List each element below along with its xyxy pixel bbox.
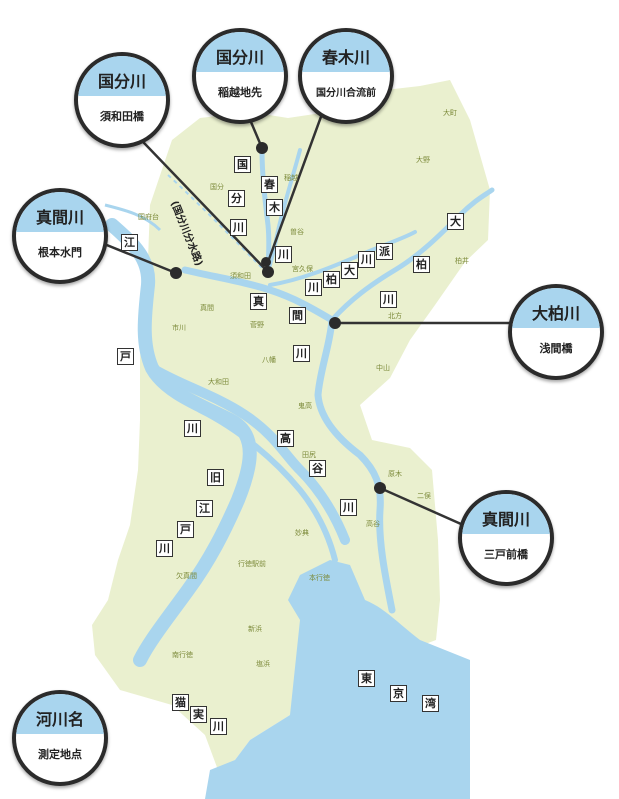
point-sannohe — [374, 482, 386, 494]
place-label: 二俣 — [417, 492, 431, 500]
point-nemoto — [170, 267, 182, 279]
glyph-neko: 猫 — [172, 694, 189, 711]
badge-point: 国分川合流前 — [316, 88, 376, 100]
point-haruki — [261, 257, 271, 267]
glyph-ookashiwa-east: 川 — [380, 291, 397, 308]
badge-river: 国分川 — [78, 56, 166, 96]
place-label: 柏井 — [455, 257, 469, 265]
glyph-ookashiwa-east: 大 — [447, 213, 464, 230]
badge-point: 須和田橋 — [100, 109, 144, 123]
glyph-river-kawa: 川 — [184, 420, 201, 437]
glyph-mama: 川 — [293, 345, 310, 362]
badge-haruki: 春木川 国分川合流前 — [298, 28, 394, 124]
place-label: 田尻 — [302, 451, 316, 459]
place-label: 八幡 — [262, 356, 276, 364]
badge-river: 大柏川 — [512, 288, 600, 328]
glyph-kyuedo: 旧 — [207, 469, 224, 486]
glyph-haruki: 木 — [266, 199, 283, 216]
glyph-mama: 間 — [289, 307, 306, 324]
place-label: 塩浜 — [256, 660, 270, 668]
tokyo-bay — [205, 598, 470, 799]
badge-river: 真間川 — [462, 494, 550, 534]
glyph-kyuedo: 戸 — [177, 521, 194, 538]
place-label: 曽谷 — [290, 228, 304, 236]
badge-mama-nemoto: 真間川 根本水門 — [12, 188, 108, 284]
glyph-bay: 東 — [358, 670, 375, 687]
badge-point: 浅間橋 — [539, 341, 573, 355]
bay-inlet — [288, 560, 365, 620]
place-label: 鬼高 — [298, 402, 312, 410]
place-label: 須和田 — [230, 272, 251, 280]
edogawa-river — [105, 218, 257, 667]
glyph-edogawa: 戸 — [117, 348, 134, 365]
place-label: 大野 — [416, 156, 430, 164]
place-label: 妙典 — [295, 529, 309, 537]
glyph-koya: 谷 — [309, 460, 326, 477]
glyph-kyuedo: 江 — [196, 500, 213, 517]
badge-river: 国分川 — [196, 32, 284, 72]
glyph-ookashiwa: 川 — [305, 279, 322, 296]
glyph-kokubun: 国 — [234, 156, 251, 173]
badge-river: 真間川 — [16, 192, 104, 232]
glyph-neko: 実 — [190, 706, 207, 723]
place-label: 行徳駅前 — [238, 560, 266, 568]
kokubun-bypass — [167, 174, 263, 269]
glyph-bay: 湾 — [422, 695, 439, 712]
glyph-ookashiwa-east: 柏 — [413, 256, 430, 273]
badge-legend: 河川名 測定地点 — [12, 690, 108, 786]
glyph-kokubun: 川 — [230, 219, 247, 236]
badge-kokubun-inakoshi: 国分川 稲越地先 — [192, 28, 288, 124]
place-label: 大和田 — [208, 378, 229, 386]
badge-kokubun-sugawa: 国分川 須和田橋 — [74, 52, 170, 148]
glyph-koya: 川 — [340, 499, 357, 516]
place-label: 欠真間 — [176, 572, 197, 580]
glyph-mama: 真 — [250, 293, 267, 310]
badge-mama-sannohe: 真間川 三戸前橋 — [458, 490, 554, 586]
glyph-ookashiwa: 大 — [341, 262, 358, 279]
badge-point: 測定地点 — [38, 747, 82, 761]
badge-river: 河川名 — [16, 694, 104, 734]
glyph-kokubun: 分 — [228, 190, 245, 207]
place-label: 国府台 — [138, 213, 159, 221]
place-label: 南行徳 — [172, 651, 193, 659]
kyuedogawa-river — [147, 363, 350, 545]
place-label: 国分 — [210, 183, 224, 191]
badge-point: 根本水門 — [38, 245, 82, 259]
place-label: 市川 — [172, 324, 186, 332]
glyph-edogawa: 江 — [121, 234, 138, 251]
place-label: 本行徳 — [309, 574, 330, 582]
ookashiwa-river — [329, 187, 495, 323]
point-inakoshi — [256, 142, 268, 154]
badge-ookashiwa: 大柏川 浅間橋 — [508, 284, 604, 380]
place-label: 菅野 — [250, 321, 264, 329]
place-label: 原木 — [388, 470, 402, 478]
glyph-haruki: 川 — [275, 246, 292, 263]
place-label: 大町 — [443, 109, 457, 117]
pointer-lines — [81, 91, 515, 530]
badge-point: 三戸前橋 — [484, 547, 528, 561]
point-sengen — [329, 317, 341, 329]
place-label: 稲越 — [284, 174, 298, 182]
west-creek — [104, 203, 162, 232]
glyph-haruki: 春 — [261, 176, 278, 193]
place-label: 高谷 — [366, 520, 380, 528]
badge-point: 稲越地先 — [218, 85, 262, 99]
mama-river — [181, 266, 396, 614]
place-label: 新浜 — [248, 625, 262, 633]
glyph-ookashiwa: 柏 — [323, 271, 340, 288]
place-label: 中山 — [376, 364, 390, 372]
glyph-neko: 川 — [210, 718, 227, 735]
place-label: 宮久保 — [292, 265, 313, 273]
badge-river: 春木川 — [302, 32, 390, 72]
glyph-kyuedo: 川 — [156, 540, 173, 557]
glyph-koya: 高 — [277, 430, 294, 447]
measurement-points — [170, 142, 386, 494]
place-label: 北方 — [388, 312, 402, 320]
glyph-hashi: 派 — [376, 243, 393, 260]
glyph-bay: 京 — [390, 685, 407, 702]
channel-1 — [197, 407, 338, 563]
point-sugawa — [262, 266, 274, 278]
place-label: 真間 — [200, 304, 214, 312]
glyph-hashi: 川 — [358, 251, 375, 268]
